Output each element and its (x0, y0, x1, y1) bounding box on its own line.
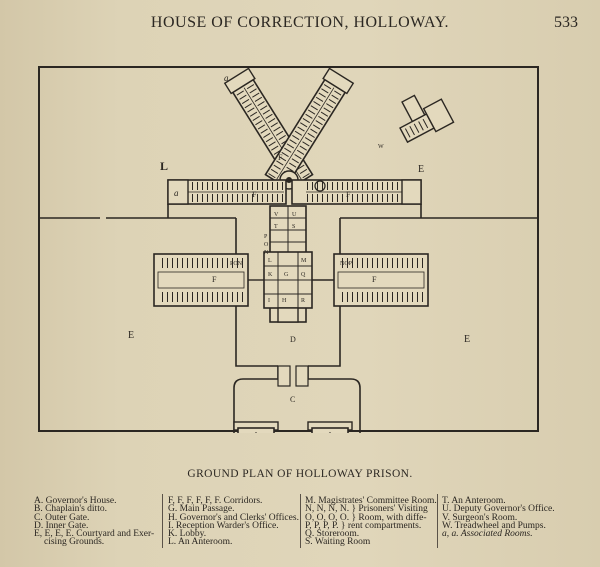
legend-entry: K. Lobby. (168, 529, 207, 540)
label-E-east: E (464, 334, 470, 345)
label-P: P (264, 234, 268, 240)
label-F-2: F (252, 190, 257, 199)
legend-entry: P, P, P, P. } rent compartments. (305, 520, 422, 531)
east-corridor-block (291, 179, 422, 205)
legend-entry: A. Governor's House. (34, 496, 117, 506)
label-H: H (282, 298, 287, 304)
figure-caption: GROUND PLAN OF HOLLOWAY PRISON. (187, 468, 413, 480)
label-PON: PON (230, 261, 243, 267)
treadwheel-building (399, 94, 455, 144)
west-corridor-block (167, 179, 287, 205)
chaplains-house (307, 421, 353, 433)
label-V: V (274, 212, 279, 218)
legend-column-2: F, F, F, F, F, F. Corridors. G. Main Pas… (168, 496, 299, 548)
legend-entry: V. Surgeon's Room. (442, 512, 518, 523)
label-F-3: F (346, 190, 351, 199)
ground-plan-drawing: a a L E E E F F F F F PON NOP V U T S P … (38, 66, 539, 433)
legend-entry: E, E, E, E. Courtyard and Exer- (34, 529, 155, 540)
legend-column-4: T. An Anteroom. U. Deputy Governor's Off… (442, 496, 555, 540)
label-F-1: F (278, 153, 283, 162)
yard-walls (39, 204, 538, 433)
label-E-west: E (128, 330, 134, 341)
label-R: R (301, 298, 305, 304)
page-number: 533 (554, 14, 578, 31)
legend-entry: F, F, F, F, F, F. Corridors. (168, 496, 263, 506)
label-L-yard: L (160, 159, 168, 173)
prison-ground-plan: a a L E E E F F F F F PON NOP V U T S P … (38, 66, 540, 433)
label-S: S (292, 224, 295, 230)
label-O: O (264, 242, 269, 248)
legend-divider (300, 494, 301, 548)
label-I: I (268, 298, 270, 304)
legend-entry: D. Inner Gate. (34, 520, 89, 531)
label-G: G (284, 272, 289, 278)
legend-entry: cising Grounds. (44, 537, 105, 548)
legend-entry: W. Treadwheel and Pumps. (442, 520, 546, 531)
label-a-nw: a (224, 73, 229, 83)
legend-entry: G. Main Passage. (168, 504, 235, 515)
north-east-wing (264, 67, 355, 189)
legend-entry: B. Chaplain's ditto. (34, 504, 107, 515)
label-L: L (268, 258, 272, 264)
plan-lettering: a a L E E E F F F F F PON NOP V U T S P … (128, 73, 470, 404)
label-C: C (290, 395, 295, 404)
label-F-4: F (212, 275, 217, 284)
legend-entry: a, a. Associated Rooms. (442, 529, 533, 540)
governors-house (233, 421, 279, 433)
legend-entry: I. Reception Warder's Office. (168, 520, 279, 531)
label-E-north: E (418, 164, 424, 175)
legend-entry: M. Magistrates' Committee Room. (305, 496, 437, 506)
outer-gate (277, 365, 309, 387)
legend-divider (437, 494, 438, 548)
legend-entry: U. Deputy Governor's Office. (442, 504, 555, 515)
legend-entry: H. Governor's and Clerks' Offices. (168, 512, 299, 523)
west-side-hall (153, 253, 264, 307)
label-D: D (290, 335, 296, 344)
legend-entry: C. Outer Gate. (34, 512, 90, 523)
label-T: T (274, 224, 278, 230)
label-U: U (292, 212, 297, 218)
label-W: W (378, 144, 384, 150)
administration-block (263, 205, 313, 323)
legend-entry: Q. Storeroom. (305, 529, 360, 540)
running-header: HOUSE OF CORRECTION, HOLLOWAY. (150, 14, 450, 31)
legend-entry: T. An Anteroom. (442, 496, 506, 506)
label-NOP: NOP (340, 261, 353, 267)
boundary-wall (38, 66, 539, 432)
label-Q: Q (301, 272, 306, 278)
label-a-w: a (174, 188, 179, 198)
legend-entry: O, O, O, O. } Room, with diffe- (305, 512, 427, 523)
legend-column-3: M. Magistrates' Committee Room. N, N, N,… (305, 496, 437, 548)
label-N: N (264, 250, 269, 256)
label-M: M (301, 258, 307, 264)
legend-entry: L. An Anteroom. (168, 537, 233, 548)
legend-entry: S. Waiting Room (305, 537, 371, 548)
legend-entry: N, N, N, N. } Prisoners' Visiting (305, 504, 428, 515)
label-F-5: F (372, 275, 377, 284)
east-side-hall (312, 253, 429, 307)
label-K: K (268, 272, 273, 278)
legend-column-1: A. Governor's House. B. Chaplain's ditto… (34, 496, 155, 548)
legend-divider (162, 494, 163, 548)
